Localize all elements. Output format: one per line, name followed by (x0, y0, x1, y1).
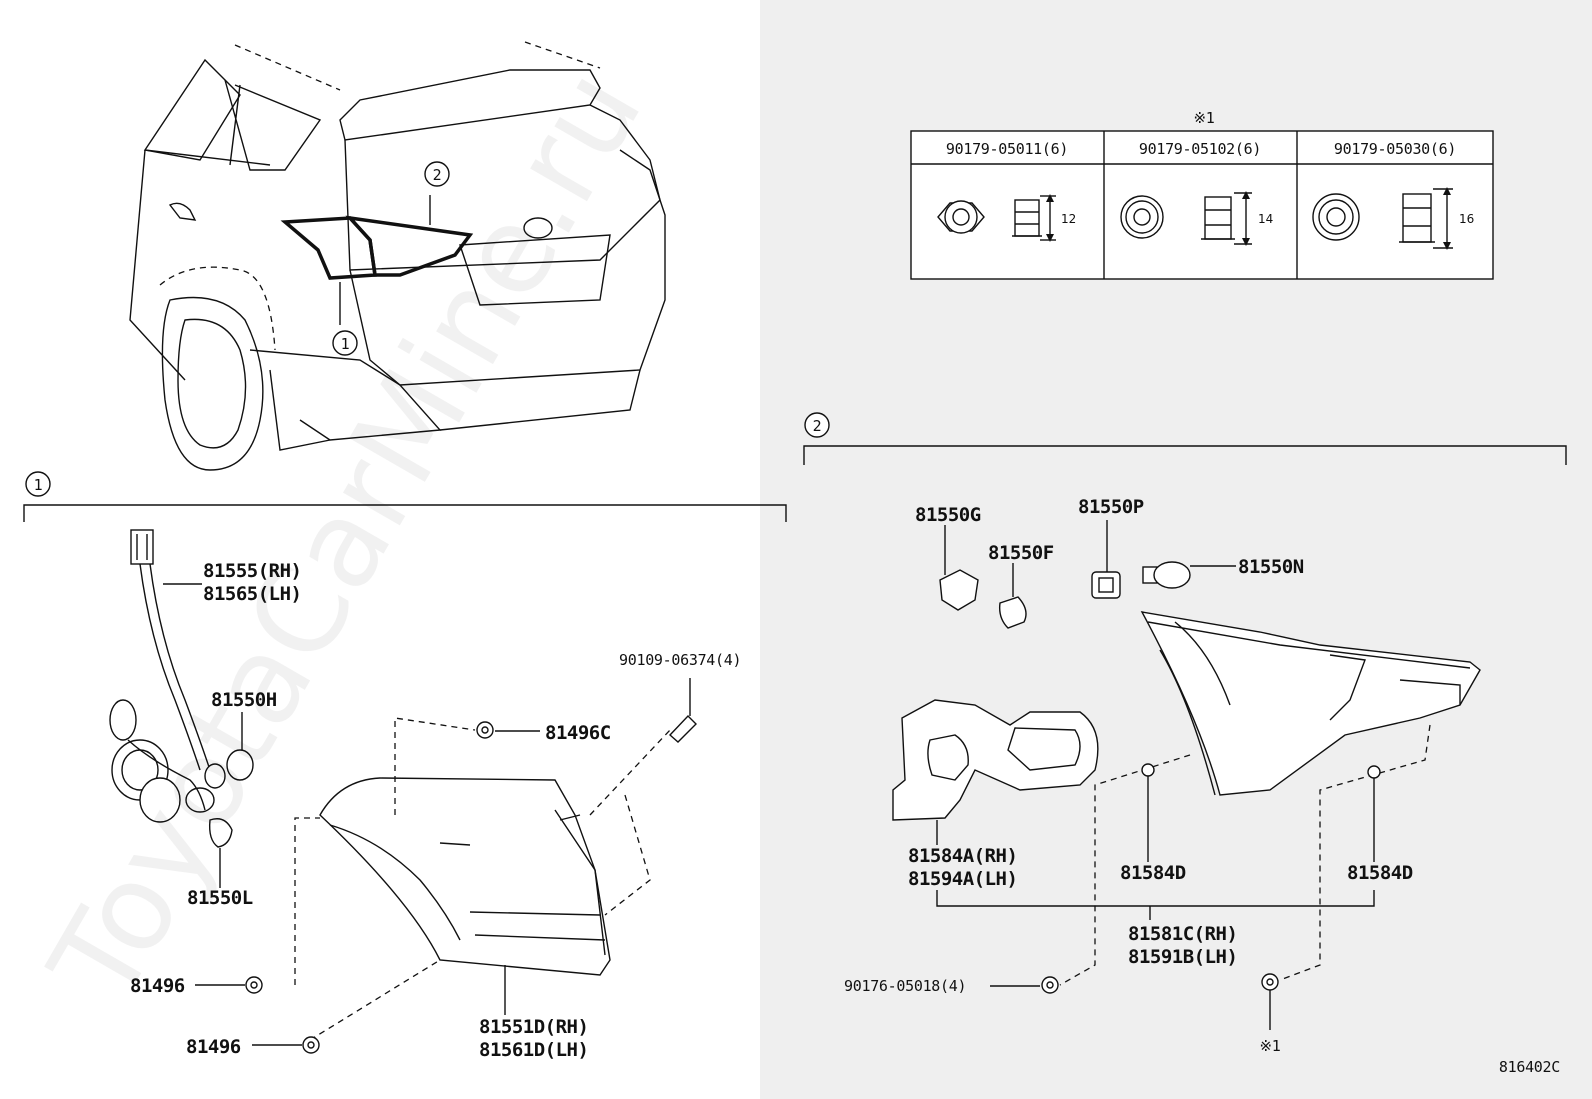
part-label-81550l: 81550L (187, 887, 253, 909)
part-label-81496c: 81496C (545, 722, 611, 744)
car-rear-illustration (129, 41, 666, 471)
part-label-81584a-rh: 81584A(RH) (908, 845, 1017, 867)
height-dimension-arrow (1433, 187, 1453, 250)
svg-text:1: 1 (341, 335, 350, 353)
section-2-bracket (803, 445, 1567, 465)
hex-nut-top-view-icon (1120, 195, 1164, 239)
part-label-81565-lh: 81565(LH) (203, 583, 301, 605)
nut-part-number: 90179-05102(6) (1139, 140, 1261, 158)
part-label-81581c-rh: 81581C(RH) (1128, 923, 1237, 945)
socket-81550p-icon (1091, 520, 1121, 599)
hex-nut-side-view-icon (1399, 193, 1435, 243)
nut-note-reference: ※1 (1260, 1037, 1281, 1055)
svg-text:2: 2 (433, 166, 442, 184)
nut-column-2: 90179-05102(6) 14 (1120, 140, 1273, 246)
bulb-81550f-icon (998, 563, 1027, 629)
part-label-81551d-rh: 81551D(RH) (479, 1016, 588, 1038)
nut-part-number: 90179-05011(6) (946, 140, 1068, 158)
gasket-81584a-icon (892, 699, 1099, 821)
diagram-code: 816402C (1499, 1058, 1560, 1076)
svg-text:2: 2 (813, 417, 822, 435)
part-label-81584d-center: 81584D (1120, 862, 1186, 884)
retainer-81584d-icon (1367, 765, 1381, 779)
nut-table-note-mark: ※1 (1194, 109, 1215, 127)
hex-nut-side-view-icon (1201, 196, 1235, 240)
part-label-81496-upper: 81496 (130, 975, 185, 997)
part-label-81550p: 81550P (1078, 496, 1144, 518)
part-label-81591b-lh: 81591B(LH) (1128, 946, 1237, 968)
nut-part-number: 90179-05030(6) (1334, 140, 1456, 158)
part-label-81550f: 81550F (988, 542, 1054, 564)
part-label-81561d-lh: 81561D(LH) (479, 1039, 588, 1061)
nut-column-1: 90179-05011(6) 12 (937, 140, 1076, 242)
nut-column-3: 90179-05030(6) 16 (1312, 140, 1474, 250)
hex-nut-side-view-icon (1012, 199, 1042, 237)
part-label-81550n: 81550N (1238, 556, 1304, 578)
bulb-81550n-icon (1142, 561, 1191, 589)
part-label-81550g: 81550G (915, 504, 981, 526)
inner-tail-lamp-body-icon (1140, 611, 1481, 796)
nut-specification-table: ※1 90179-05011(6) (910, 109, 1494, 280)
section-2-badge: 2 (804, 412, 830, 438)
part-label-90176-05018: 90176-05018(4) (844, 977, 966, 995)
nut-height: 16 (1459, 212, 1474, 226)
section-1-outer-tail-lamp: 1 81555(RH) 81565(LH) 815 (23, 471, 787, 1061)
part-label-81496-lower: 81496 (186, 1036, 241, 1058)
nut-height: 12 (1061, 212, 1076, 226)
car-callout-2: 2 (424, 161, 450, 187)
socket-81550g-icon (939, 525, 979, 611)
part-label-81550h: 81550H (211, 689, 277, 711)
clip-81496c-icon (476, 721, 494, 739)
nut-note-1-icon (1261, 973, 1279, 991)
clip-81496-icon (302, 1036, 320, 1054)
height-dimension-arrow (1234, 191, 1252, 246)
screw-90109-icon (668, 678, 697, 743)
clip-81496-icon (245, 976, 263, 994)
height-dimension-arrow (1040, 194, 1056, 242)
section-1-bracket (23, 504, 787, 522)
hex-nut-top-view-icon (1312, 193, 1360, 241)
part-label-81555-rh: 81555(RH) (203, 560, 301, 582)
part-label-90109-06374: 90109-06374(4) (619, 651, 741, 669)
nut-height: 14 (1258, 212, 1273, 226)
svg-text:1: 1 (34, 476, 43, 494)
section-2-inner-tail-lamp: 2 81550G 81550F 81550P 81550N (803, 412, 1567, 1055)
nut-90176-icon (1041, 976, 1059, 994)
assembly-bracket (936, 890, 1375, 907)
part-label-81594a-lh: 81594A(LH) (908, 868, 1017, 890)
retainer-81584d-icon (1141, 763, 1155, 777)
socket-and-wire-icon (109, 529, 226, 823)
part-label-81584d-right: 81584D (1347, 862, 1413, 884)
bulb-81550h-icon (226, 712, 254, 781)
section-1-badge: 1 (25, 471, 51, 497)
outer-tail-lamp-body-icon (319, 777, 611, 976)
bulb-81550l-icon (208, 818, 233, 888)
car-callout-1: 1 (332, 330, 358, 356)
hex-nut-top-view-icon (937, 200, 985, 234)
